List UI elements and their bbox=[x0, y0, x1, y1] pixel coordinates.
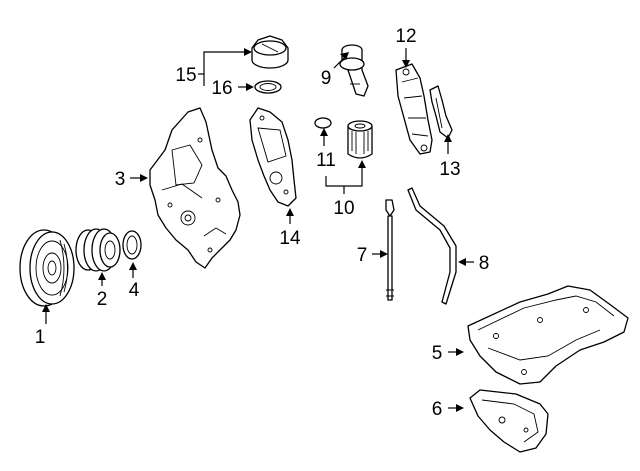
part-6-lower-oil-pan bbox=[469, 389, 549, 453]
callout-numbers: 1 2 3 4 5 6 7 8 9 10 11 12 13 14 15 16 bbox=[35, 26, 490, 420]
part-1-crankshaft-pulley bbox=[19, 229, 75, 307]
callout-4: 4 bbox=[129, 280, 140, 301]
part-5-upper-oil-pan bbox=[467, 285, 629, 385]
callout-1: 1 bbox=[35, 327, 46, 348]
part-9-filter-cap bbox=[339, 44, 369, 97]
callout-9: 9 bbox=[321, 68, 332, 89]
callout-12: 12 bbox=[395, 26, 416, 47]
part-16-cap-seal bbox=[254, 80, 282, 94]
callout-7: 7 bbox=[357, 245, 368, 266]
callout-13: 13 bbox=[439, 159, 460, 180]
part-13-gasket bbox=[429, 85, 453, 139]
callout-15: 15 bbox=[175, 65, 196, 86]
callout-6: 6 bbox=[432, 399, 443, 420]
callout-5: 5 bbox=[432, 343, 443, 364]
callout-16: 16 bbox=[211, 78, 232, 99]
callout-8: 8 bbox=[479, 253, 490, 274]
part-4-seal-ring bbox=[122, 230, 142, 260]
callout-2: 2 bbox=[97, 289, 108, 310]
part-15-filler-cap bbox=[251, 35, 289, 69]
part-11-o-ring bbox=[314, 117, 332, 129]
part-10-oil-filter bbox=[347, 120, 373, 159]
part-12-filter-housing bbox=[395, 63, 433, 155]
part-7-dipstick bbox=[385, 199, 395, 301]
callout-14: 14 bbox=[279, 228, 301, 249]
part-3-timing-cover bbox=[149, 107, 241, 269]
callout-10: 10 bbox=[333, 198, 354, 219]
part-14-housing-plate bbox=[249, 107, 297, 207]
part-2-vibration-damper bbox=[75, 228, 121, 272]
leader-lines bbox=[42, 48, 474, 412]
callout-11: 11 bbox=[316, 150, 336, 171]
part-8-guide-tube bbox=[407, 187, 457, 305]
callout-3: 3 bbox=[115, 169, 126, 190]
